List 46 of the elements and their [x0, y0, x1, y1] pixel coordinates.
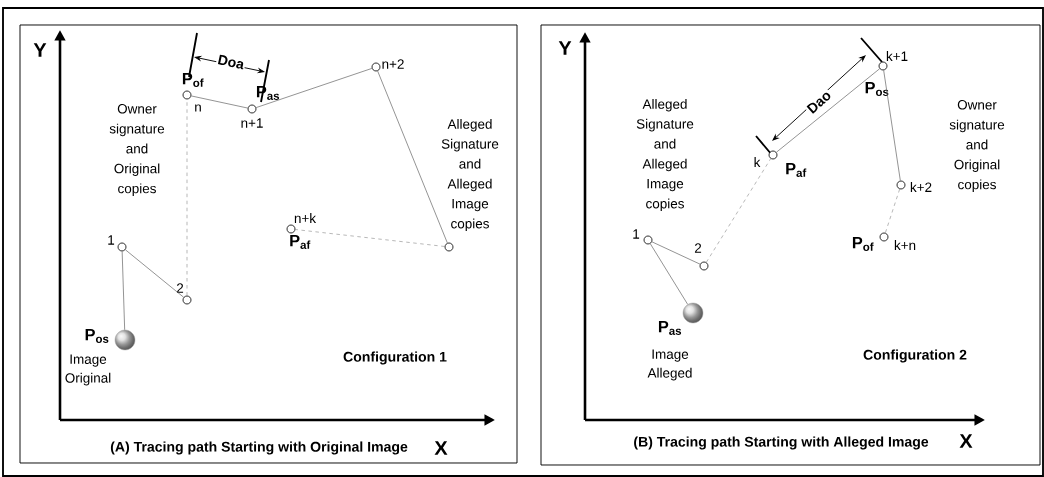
region-label: Alleged Signature and Alleged Image copies [441, 118, 499, 232]
point-label: k+2 [910, 182, 932, 192]
path-line [651, 241, 701, 265]
path-line [776, 68, 880, 153]
path-line [706, 158, 771, 263]
point-label: 2 [176, 283, 184, 293]
point-label: n [195, 104, 201, 112]
point-label: P$_{os}$ [865, 82, 889, 96]
point-label: P$_{as}$ [658, 321, 682, 335]
point-label: n+2 [382, 59, 404, 69]
path-line [885, 188, 900, 234]
point-label: 1 [633, 229, 640, 239]
point-label: k [754, 157, 761, 167]
point-label: 2 [694, 243, 702, 253]
dimension-label: Doa [215, 53, 247, 71]
path-line [190, 95, 249, 109]
region-label: Alleged Signature and Alleged Image copies [636, 98, 694, 212]
point-label: Image Alleged [647, 349, 692, 381]
point-label: P$_{of}$ [852, 237, 874, 251]
path-line [377, 70, 448, 244]
point-label: n+k [294, 213, 317, 223]
axis-label: Y [33, 43, 47, 57]
path-line [883, 70, 901, 181]
point-label: k+n [894, 240, 916, 250]
path-line [121, 251, 125, 331]
region-label: Owner signature and Original copies [949, 100, 1005, 192]
path-line [255, 68, 373, 108]
point-label: P$_{os}$ [85, 329, 109, 343]
point-label: P$_{af}$ [786, 163, 807, 177]
point-label: n+1 [241, 118, 263, 128]
path-line [186, 99, 188, 296]
path-line [295, 229, 445, 247]
path-line [125, 249, 184, 298]
path-line [649, 243, 688, 305]
point-marker [444, 242, 454, 252]
configuration-label: Configuration 2 [863, 349, 967, 363]
region-label: Owner signature and Original copies [109, 104, 165, 196]
point-label: Image Original [65, 354, 111, 386]
point-label: k+1 [886, 51, 908, 61]
dimension-label: Dao [804, 87, 834, 117]
axis-label: Y [558, 41, 572, 55]
point-label: 1 [108, 235, 115, 245]
point-label: P$_{af}$ [290, 235, 311, 249]
configuration-label: Configuration 1 [343, 351, 447, 365]
axis-label: X [959, 434, 973, 448]
axis-label: X [434, 441, 448, 455]
